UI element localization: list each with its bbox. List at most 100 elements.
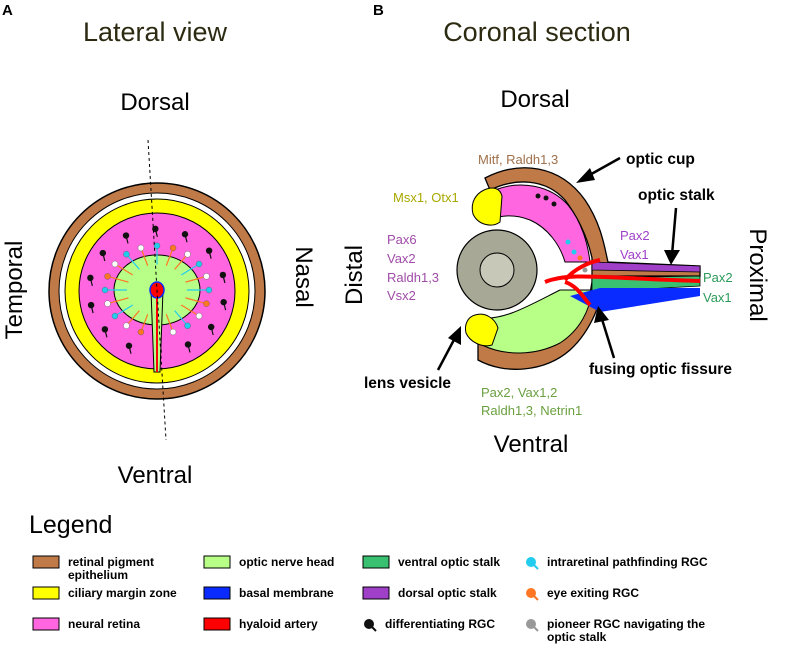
coronal-proximal-label: Proximal	[744, 228, 771, 321]
anno-fusing-fissure: fusing optic fissure	[589, 361, 732, 378]
rgc-cell	[111, 312, 119, 320]
rgc-cell	[125, 342, 133, 349]
coronal-distal-label: Distal	[341, 245, 368, 305]
rgc-axon	[102, 252, 106, 262]
legend-label: optic stalk	[547, 630, 607, 644]
legend-swatch	[32, 555, 60, 569]
arrow-lens-vesicle	[436, 335, 458, 371]
legend-label: eye exiting RGC	[547, 586, 639, 600]
legend-cell-icon	[526, 588, 536, 598]
rgc-cell	[543, 195, 549, 201]
rgc-cell	[203, 273, 210, 280]
rgc-axon	[185, 297, 207, 305]
rgc-axon	[114, 263, 134, 276]
arrow-fusing-fissure	[599, 315, 616, 359]
rgc-axon	[187, 344, 191, 353]
rgc-cell	[565, 239, 571, 245]
rgc-cell	[104, 300, 111, 307]
legend-swatch	[203, 586, 231, 600]
coronal-dorsal-label: Dorsal	[500, 86, 569, 113]
rgc-cell	[203, 300, 210, 307]
rgc-cell	[195, 260, 203, 268]
panel-b-label: B	[373, 2, 384, 19]
rgc-axon	[90, 304, 94, 314]
gene-ventral-retina-2: Raldh1,3, Netrin1	[481, 403, 582, 418]
legend-label: retinal pigment	[68, 555, 154, 569]
rgc-cell	[207, 323, 215, 331]
rgc-cell	[582, 267, 588, 273]
rgc-cell	[137, 244, 145, 252]
legend-label: hyaloid artery	[239, 617, 318, 631]
rgc-axon	[184, 234, 188, 243]
legend-label: pioneer RGC navigating the	[547, 617, 705, 631]
arrow-optic-cup-head	[576, 168, 595, 183]
coronal-section-title: Coronal section	[443, 17, 631, 47]
coronal-rgc-cells	[535, 193, 588, 273]
anno-lens-vesicle: lens vesicle	[364, 375, 451, 392]
gene-retina-2: Vax2	[387, 251, 416, 266]
rgc-axon	[154, 228, 158, 237]
rgc-cell	[123, 251, 130, 258]
legend-cell-axon	[371, 626, 377, 632]
rgc-cell	[123, 322, 130, 329]
rgc-axon	[107, 297, 129, 305]
rgc-cell	[195, 312, 203, 320]
legend-cell-icon	[364, 619, 374, 629]
gene-cmz: Msx1, Otx1	[393, 190, 459, 205]
legend-cell-axon	[533, 595, 539, 601]
rgc-cell	[551, 201, 557, 207]
rgc-cell	[101, 286, 109, 294]
coronal-hyaloid-artery	[544, 258, 701, 307]
gene-dorsal-stalk-1: Pax2	[620, 228, 650, 243]
rgc-cell	[184, 251, 191, 258]
annotation-arrows	[436, 156, 680, 371]
rgc-axon	[104, 329, 108, 338]
legend-label: intraretinal pathfinding RGC	[547, 555, 708, 569]
rgc-axon	[222, 274, 226, 284]
legend-cell-axon	[533, 564, 539, 570]
legend-cell-icon	[526, 557, 536, 567]
rgc-axon	[223, 302, 227, 311]
rgc-cell	[169, 244, 177, 252]
coronal-basal-membrane	[570, 288, 700, 312]
gene-retina-4: Vsx2	[387, 288, 416, 303]
legend-swatch	[203, 555, 231, 569]
gene-retina-1: Pax6	[387, 232, 417, 247]
legend-cell-icon	[526, 619, 536, 629]
gene-ventral-retina-1: Pax2, Vax1,2	[481, 385, 557, 400]
gene-retina-3: Raldh1,3	[387, 270, 439, 285]
rgc-axon	[107, 275, 129, 283]
rgc-axon	[210, 326, 214, 336]
rgc-axon	[89, 277, 93, 286]
rgc-axon	[125, 253, 140, 270]
coronal-cmz-dorsal	[471, 187, 503, 226]
legend-swatch	[362, 555, 390, 569]
gene-ventral-stalk-1: Pax2	[703, 270, 733, 285]
panel-a-label: A	[2, 2, 13, 19]
gene-ventral-stalk-2: Vax1	[703, 290, 732, 305]
anno-optic-stalk: optic stalk	[638, 187, 715, 204]
rgc-axon	[114, 304, 134, 317]
rgc-cell	[184, 322, 191, 329]
legend-title: Legend	[29, 511, 112, 539]
coronal-dorsal-optic-stalk	[591, 261, 701, 273]
legend-label: dorsal optic stalk	[398, 586, 497, 600]
rgc-axon	[174, 253, 189, 270]
arrow-optic-stalk	[670, 207, 678, 256]
rgc-axon	[180, 263, 200, 276]
legend-swatch	[32, 586, 60, 600]
rgc-cell	[137, 328, 145, 336]
legend-swatch	[362, 586, 390, 600]
rgc-axon	[128, 345, 132, 354]
lateral-ventral-label: Ventral	[118, 462, 193, 489]
rgc-cell	[104, 273, 111, 280]
rgc-cell	[577, 255, 583, 261]
coronal-ventral-retina	[481, 289, 593, 354]
rgc-axon	[174, 310, 189, 327]
rgc-axon	[125, 310, 140, 327]
lateral-view-title: Lateral view	[83, 17, 228, 47]
legend-label: basal membrane	[239, 586, 334, 600]
rgc-cell	[169, 328, 177, 336]
